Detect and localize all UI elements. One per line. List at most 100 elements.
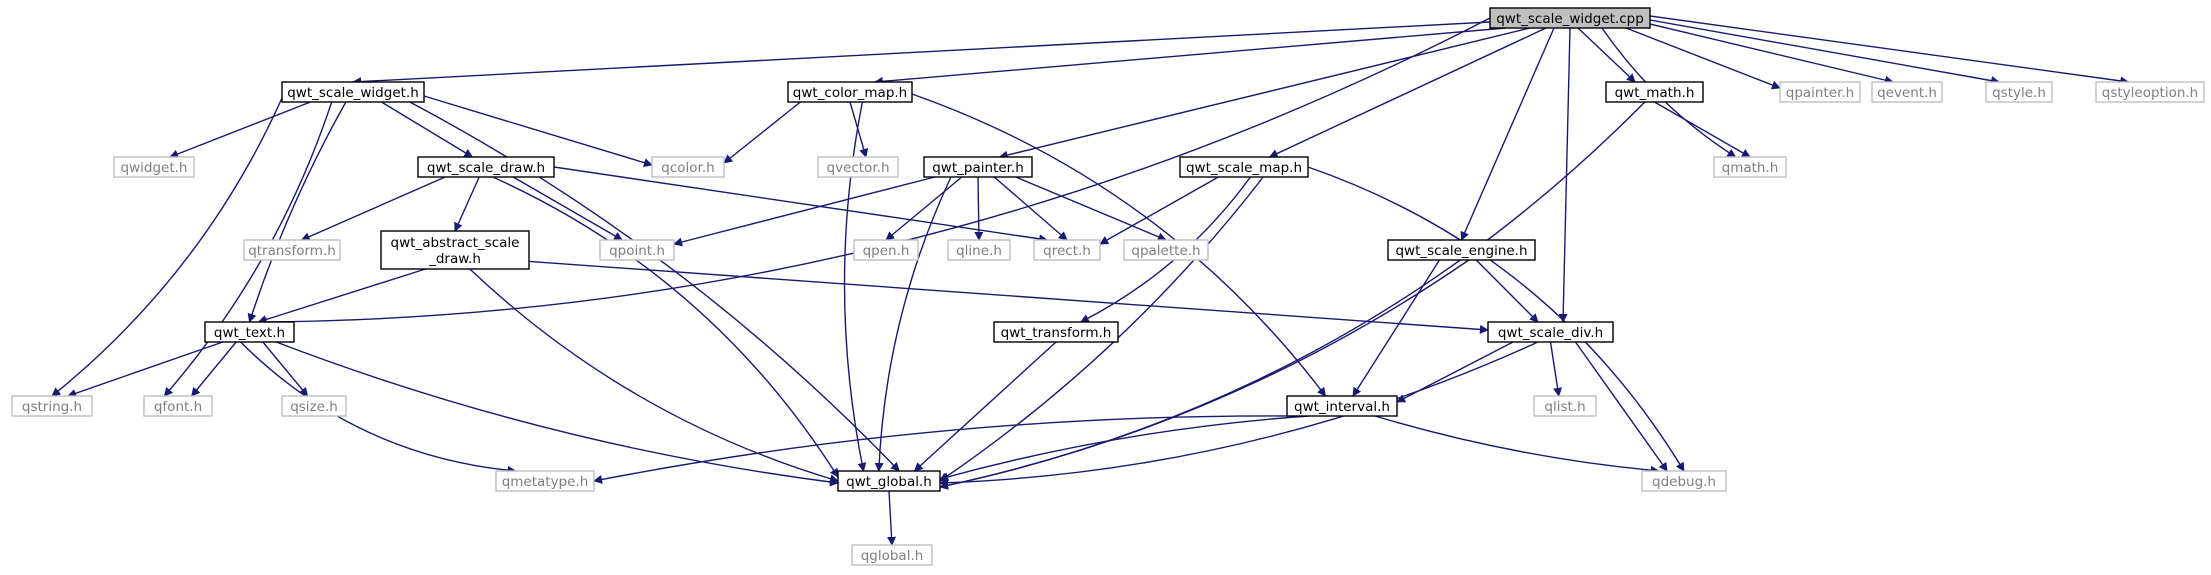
node-qtransform[interactable]: qtransform.h <box>243 239 341 261</box>
edge-scale-widget-h-to-qcolor <box>423 95 653 167</box>
node-box <box>1985 81 2053 103</box>
edge-scale-div-h-to-global-h <box>939 341 1539 488</box>
node-qevent[interactable]: qevent.h <box>1871 81 1943 103</box>
node-qlist[interactable]: qlist.h <box>1533 395 1597 417</box>
node-label: qwidget.h <box>121 160 188 176</box>
edge-painter-h-to-qrect <box>993 176 1068 241</box>
edge-root-to-qevent <box>1649 23 1894 85</box>
node-box <box>380 230 530 270</box>
node-label: qwt_math.h <box>1615 85 1695 101</box>
node-box <box>281 81 425 103</box>
node-scale-map-h[interactable]: qwt_scale_map.h <box>1179 156 1309 178</box>
edge-root-to-painter-h <box>998 27 1531 160</box>
node-box <box>1871 81 1943 103</box>
node-qwidget[interactable]: qwidget.h <box>113 156 195 178</box>
node-box <box>113 156 195 178</box>
node-box <box>1779 81 1861 103</box>
node-qrect[interactable]: qrect.h <box>1033 239 1101 261</box>
edge-scale-div-h-to-interval-h <box>1396 341 1514 403</box>
edge-text-h-to-qfont <box>191 341 237 397</box>
node-label: qwt_scale_widget.cpp <box>1496 11 1644 27</box>
node-painter-h[interactable]: qwt_painter.h <box>923 156 1033 178</box>
node-label: qevent.h <box>1877 85 1937 101</box>
node-label: qpalette.h <box>1131 243 1200 259</box>
edge-scale-widget-h-to-global-h <box>409 101 900 472</box>
node-global-h[interactable]: qwt_global.h <box>837 470 941 492</box>
node-interval-h[interactable]: qwt_interval.h <box>1286 395 1398 417</box>
edge-scale-draw-h-to-qpoint <box>512 176 623 241</box>
edge-root-to-qstyle <box>1649 19 2001 86</box>
node-box <box>947 239 1011 261</box>
node-color-map-h[interactable]: qwt_color_map.h <box>787 81 913 103</box>
edge-text-h-to-qsize <box>262 341 309 397</box>
node-box <box>837 470 941 492</box>
node-qpainter[interactable]: qpainter.h <box>1779 81 1861 103</box>
node-qpoint[interactable]: qpoint.h <box>599 239 675 261</box>
edge-root-to-qpainter <box>1625 27 1781 90</box>
node-root[interactable]: qwt_scale_widget.cpp <box>1489 7 1651 29</box>
node-scale-engine-h[interactable]: qwt_scale_engine.h <box>1387 239 1536 261</box>
node-box <box>1605 81 1704 103</box>
node-label: qstyleoption.h <box>2102 85 2198 101</box>
node-qmath[interactable]: qmath.h <box>1713 156 1787 178</box>
node-math-h[interactable]: qwt_math.h <box>1605 81 1704 103</box>
node-qvector[interactable]: qvector.h <box>817 156 899 178</box>
node-box <box>1641 470 1727 492</box>
edge-scale-map-h-to-qrect <box>1099 176 1219 245</box>
node-qstyleoption[interactable]: qstyleoption.h <box>2095 81 2205 103</box>
node-box <box>204 321 295 343</box>
node-box <box>1387 239 1536 261</box>
node-qpen[interactable]: qpen.h <box>853 239 919 261</box>
node-scale-draw-h[interactable]: qwt_scale_draw.h <box>417 156 555 178</box>
edge-scale-draw-h-to-global-h <box>492 176 839 478</box>
node-text-h[interactable]: qwt_text.h <box>204 321 295 343</box>
node-box <box>1533 395 1597 417</box>
node-label: qwt_painter.h <box>932 160 1024 176</box>
node-transform-h[interactable]: qwt_transform.h <box>993 321 1119 343</box>
node-qmetatype[interactable]: qmetatype.h <box>495 470 595 492</box>
edge-text-h-to-qmetatype <box>240 341 517 475</box>
edge-global-h-to-qglobal <box>887 490 897 546</box>
node-scale-div-h[interactable]: qwt_scale_div.h <box>1487 321 1614 343</box>
node-label: qfont.h <box>154 399 202 415</box>
node-label: qwt_abstract_scale <box>391 235 520 251</box>
node-label: qvector.h <box>827 160 890 176</box>
node-label: qwt_text.h <box>214 325 285 341</box>
edge-scale-map-h-to-qdebug <box>1307 166 1685 472</box>
node-box <box>787 81 913 103</box>
node-qline[interactable]: qline.h <box>947 239 1011 261</box>
edge-scale-div-h-to-qdebug <box>1574 341 1668 472</box>
node-qglobal[interactable]: qglobal.h <box>851 544 933 566</box>
node-label: qline.h <box>956 243 1002 259</box>
node-box <box>651 156 725 178</box>
node-box <box>923 156 1033 178</box>
edge-abstract-scale-draw-to-global-h <box>469 268 839 484</box>
node-box <box>1286 395 1398 417</box>
node-label: qwt_transform.h <box>1001 325 1112 341</box>
node-qstyle[interactable]: qstyle.h <box>1985 81 2053 103</box>
edge-painter-h-to-qpoint <box>673 176 935 247</box>
node-scale-widget-h[interactable]: qwt_scale_widget.h <box>281 81 425 103</box>
edge-painter-h-to-qpalette <box>1015 176 1167 242</box>
node-qstring[interactable]: qstring.h <box>11 395 93 417</box>
node-label: qlist.h <box>1544 399 1585 415</box>
node-label: qmath.h <box>1722 160 1779 176</box>
node-box <box>1033 239 1101 261</box>
edge-abstract-scale-draw-to-text-h <box>257 268 426 324</box>
node-qdebug[interactable]: qdebug.h <box>1641 470 1727 492</box>
node-box <box>1179 156 1309 178</box>
node-qcolor[interactable]: qcolor.h <box>651 156 725 178</box>
node-box <box>1123 239 1209 261</box>
node-label: qpoint.h <box>609 243 665 259</box>
node-box <box>495 470 595 492</box>
node-box <box>243 239 341 261</box>
node-qfont[interactable]: qfont.h <box>143 395 213 417</box>
node-qpalette[interactable]: qpalette.h <box>1123 239 1209 261</box>
edge-root-to-math-h <box>1577 27 1636 83</box>
node-label: qwt_scale_engine.h <box>1395 243 1527 259</box>
node-qsize[interactable]: qsize.h <box>281 395 347 417</box>
node-abstract-scale-draw[interactable]: qwt_abstract_scale_draw.h <box>380 230 530 270</box>
edge-scale-draw-h-to-abstract-scale-draw <box>454 176 480 232</box>
